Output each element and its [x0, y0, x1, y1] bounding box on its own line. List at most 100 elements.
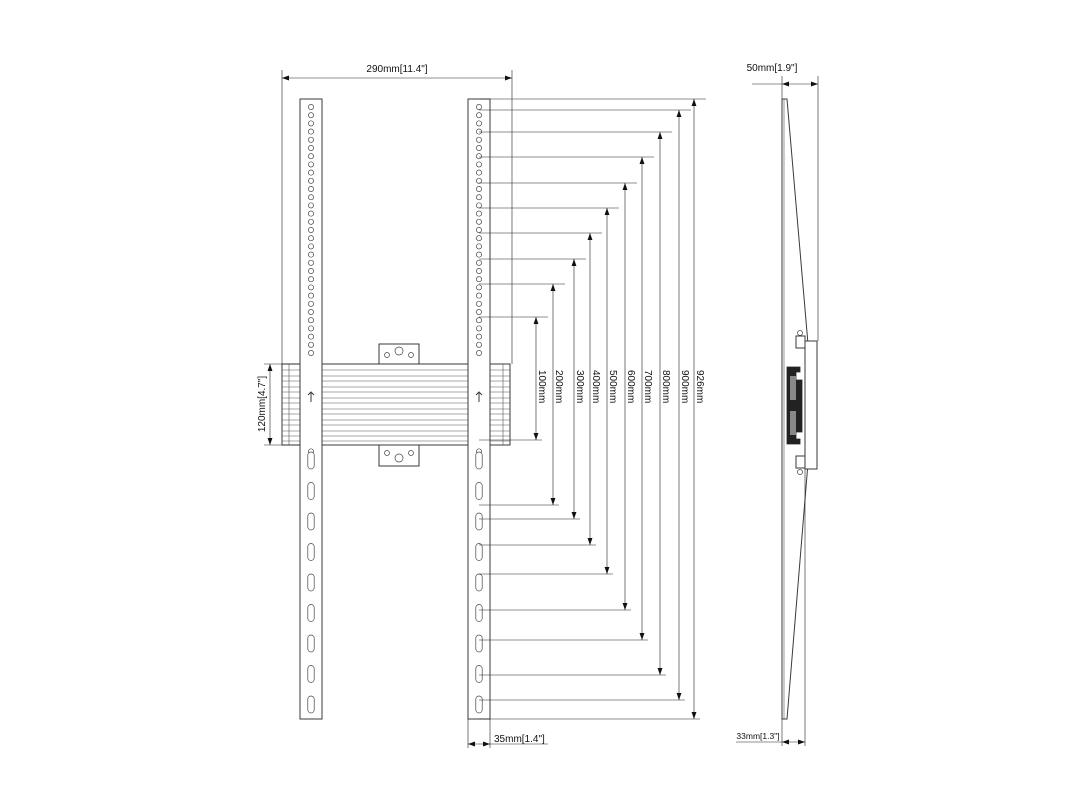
vesa-label: 926mm — [694, 370, 705, 403]
mount-hole — [476, 300, 482, 307]
bracket-height-label: 120mm[4.7"] — [257, 376, 268, 433]
mount-hole — [308, 120, 314, 127]
mount-hole — [308, 350, 314, 356]
mount-hole — [308, 268, 314, 274]
mount-slot — [307, 451, 315, 470]
mount-hole — [308, 292, 314, 299]
mount-hole — [476, 153, 482, 160]
mount-slot — [475, 512, 483, 531]
mount-hole — [308, 276, 314, 283]
left-vertical-arm — [299, 98, 323, 720]
mount-hole — [476, 259, 482, 266]
right-vertical-arm — [467, 98, 491, 720]
vesa-label: 600mm — [625, 370, 636, 403]
arm-width-label: 35mm[1.4"] — [494, 734, 545, 745]
mount-hole — [308, 186, 314, 192]
mount-slot — [475, 482, 483, 500]
mount-slot — [307, 634, 315, 653]
mount-hole — [476, 202, 482, 209]
mount-slot — [307, 665, 315, 683]
vesa-label: 900mm — [679, 370, 690, 403]
mount-hole — [476, 169, 482, 176]
mount-hole — [476, 161, 482, 168]
mount-hole — [476, 276, 482, 283]
mount-hole — [476, 177, 482, 184]
vesa-label: 100mm — [536, 370, 547, 403]
mount-slot — [307, 512, 315, 531]
mount-hole — [476, 268, 482, 274]
mount-hole — [308, 227, 314, 233]
vesa-label: 400mm — [590, 370, 601, 403]
mount-hole — [476, 350, 482, 356]
mount-slot — [475, 665, 483, 683]
mount-slot — [475, 695, 483, 714]
mount-hole — [308, 112, 314, 119]
mount-hole — [308, 202, 314, 209]
mount-hole — [476, 227, 482, 233]
mount-hole — [308, 218, 314, 225]
overall-width-dimension: 290mm[11.4"] — [281, 64, 513, 364]
mount-slot — [475, 451, 483, 470]
mount-hole — [308, 251, 314, 258]
overall-width-label: 290mm[11.4"] — [366, 64, 427, 75]
mount-hole — [476, 243, 482, 250]
mount-hole — [476, 128, 482, 135]
mount-hole — [476, 333, 482, 340]
mount-hole — [308, 210, 314, 217]
mount-hole — [308, 153, 314, 160]
mount-slot — [307, 695, 315, 714]
mount-hole — [308, 177, 314, 184]
mount-hole — [476, 136, 482, 143]
front-view — [281, 98, 511, 720]
mount-hole — [308, 136, 314, 143]
mount-slot — [475, 573, 483, 592]
mount-hole — [476, 309, 482, 315]
arm-width-dimension: 35mm[1.4"] — [467, 719, 548, 748]
vesa-label: 500mm — [607, 370, 618, 403]
mount-slot — [475, 543, 483, 561]
vesa-label: 300mm — [574, 370, 585, 403]
mount-hole — [476, 292, 482, 299]
mount-hole — [476, 284, 482, 291]
mount-hole — [476, 145, 482, 151]
mount-hole — [308, 341, 314, 348]
mount-hole — [308, 284, 314, 291]
mount-hole — [308, 128, 314, 135]
mount-hole — [476, 341, 482, 348]
mount-hole — [308, 333, 314, 340]
mount-hole — [476, 194, 482, 201]
mount-hole — [308, 161, 314, 168]
mount-hole — [308, 300, 314, 307]
mount-slot — [307, 604, 315, 622]
mount-hole — [476, 104, 482, 110]
mount-slot — [307, 573, 315, 592]
mount-hole — [476, 235, 482, 242]
mount-hole — [476, 218, 482, 225]
mount-hole — [308, 309, 314, 315]
wall-gap-label: 33mm[1.3"] — [736, 731, 779, 741]
mount-hole — [476, 210, 482, 217]
profile-depth-label: 50mm[1.9"] — [747, 63, 798, 74]
vesa-label: 800mm — [660, 370, 671, 403]
bracket-height-dimension: 120mm[4.7"] — [257, 363, 300, 446]
mount-hole — [308, 145, 314, 151]
side-view: 50mm[1.9"] 33mm[1.3"] — [736, 63, 819, 746]
mount-hole — [308, 243, 314, 250]
mount-slot — [307, 543, 315, 561]
mount-hole — [308, 104, 314, 110]
mount-hole — [476, 112, 482, 119]
mount-hole — [308, 235, 314, 242]
mount-hole — [476, 317, 482, 324]
mount-hole — [308, 259, 314, 266]
mount-hole — [308, 194, 314, 201]
mount-slot — [475, 604, 483, 622]
mount-hole — [476, 120, 482, 127]
mount-slot — [307, 482, 315, 500]
mount-hole — [308, 325, 314, 332]
mount-hole — [476, 186, 482, 192]
mount-hole — [476, 251, 482, 258]
mount-slot — [475, 634, 483, 653]
mount-hole — [308, 317, 314, 324]
